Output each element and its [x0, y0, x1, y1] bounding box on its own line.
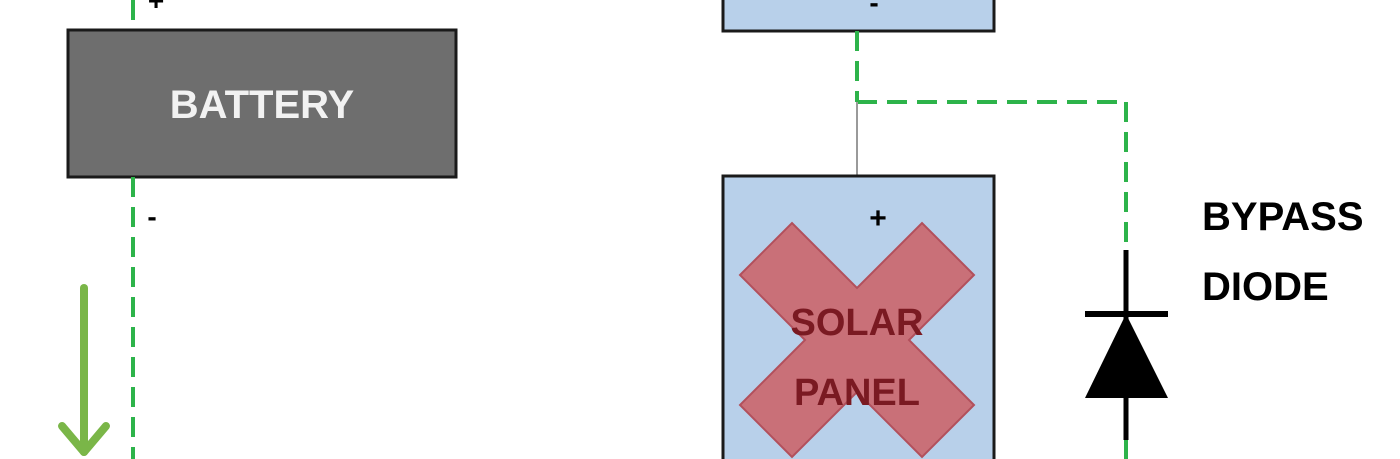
battery: + BATTERY -: [66, 0, 458, 459]
battery-plus-label: +: [148, 0, 164, 16]
solar-panel-label-line2: PANEL: [794, 372, 920, 414]
battery-label: BATTERY: [170, 83, 355, 127]
upper-solar-panel: -: [721, 0, 996, 33]
bypass-diode-label-line1: BYPASS: [1202, 195, 1364, 239]
solar-panel-label-line1: SOLAR: [791, 302, 924, 344]
solar-panel: + SOLAR PANEL: [721, 174, 996, 459]
battery-minus-label: -: [147, 201, 156, 232]
bypass-diode-label-line2: DIODE: [1202, 265, 1329, 309]
bypass-diode-icon: [1085, 250, 1168, 440]
upper-panel-box: [721, 0, 996, 33]
battery-box: [66, 28, 458, 179]
solar-panel-plus-label: +: [869, 202, 887, 235]
failed-x-mark-icon: [738, 221, 976, 459]
current-direction-arrow-icon: [58, 284, 110, 456]
upper-panel-minus-label: -: [869, 0, 878, 18]
bypass-current-path: [855, 31, 1128, 459]
